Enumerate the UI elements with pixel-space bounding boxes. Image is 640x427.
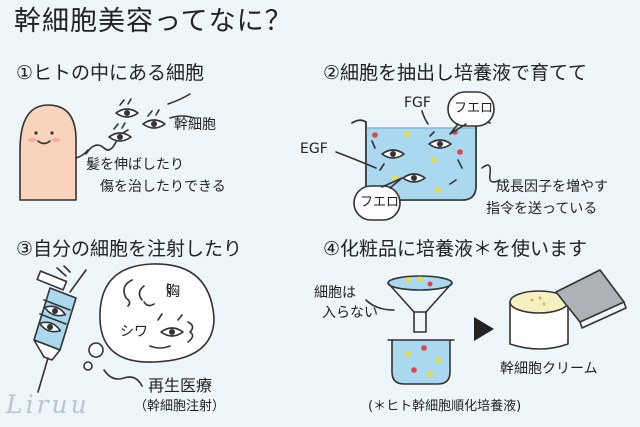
section-2-heading: ②細胞を抽出し培養液で育てて: [323, 62, 588, 84]
egf-label: EGF: [300, 141, 328, 157]
footnote: (＊ヒト幹細胞順化培養液): [368, 399, 522, 414]
section-3-caption-line1: 再生医療: [148, 376, 213, 395]
syringe-icon: [33, 265, 87, 393]
fgf-label: FGF: [404, 95, 431, 111]
pointer-line: [365, 299, 395, 311]
section-1-heading: ①ヒトの中にある細胞: [16, 62, 205, 84]
chest-label: 胸: [166, 284, 180, 300]
squiggle-line: [481, 164, 501, 183]
product-label: 幹細胞クリーム: [500, 361, 598, 377]
section-4-note-line1: 細胞は: [314, 285, 356, 301]
section-3-heading: ③自分の細胞を注射したり: [16, 238, 243, 260]
section-4-heading: ④化粧品に培養液＊を使います: [323, 238, 588, 260]
bubble-text: フエロ: [454, 101, 494, 116]
beaker-icon: [387, 339, 455, 385]
wrinkle-label: シワ: [120, 324, 148, 340]
section-3-caption-line2: （幹細胞注射）: [134, 399, 226, 414]
pointer-line: [335, 151, 377, 169]
watermark: Liruu: [6, 390, 90, 419]
section-1-caption-line1: 髪を伸ばしたり: [86, 157, 184, 173]
face-illustration: [83, 263, 215, 371]
squiggle-line: [103, 369, 143, 387]
section-2-caption-line2: 指令を送っている: [486, 201, 598, 217]
stem-cell-icon: [115, 108, 139, 118]
bubble-text: フエロ: [360, 195, 400, 210]
arrow-right-icon: [474, 317, 494, 341]
page-title: 幹細胞美容ってなに？: [14, 6, 293, 37]
funnel-icon: [387, 275, 453, 333]
cream-jar-icon: [509, 269, 627, 350]
person-illustration: [19, 104, 89, 201]
stem-cell-icon: [142, 119, 166, 129]
speech-bubble: [447, 91, 495, 135]
section-2-caption-line1: 成長因子を増やす: [496, 179, 608, 195]
stem-cell-group: [108, 93, 195, 142]
pointer-line: [421, 110, 429, 125]
section-4-note-line2: 入らない: [322, 305, 378, 321]
stem-cell-icon: [108, 132, 132, 142]
speech-bubble: [353, 177, 403, 221]
section-1-caption-line2: 傷を治したりできる: [100, 179, 226, 195]
stem-cell-label: 幹細胞: [174, 117, 216, 133]
